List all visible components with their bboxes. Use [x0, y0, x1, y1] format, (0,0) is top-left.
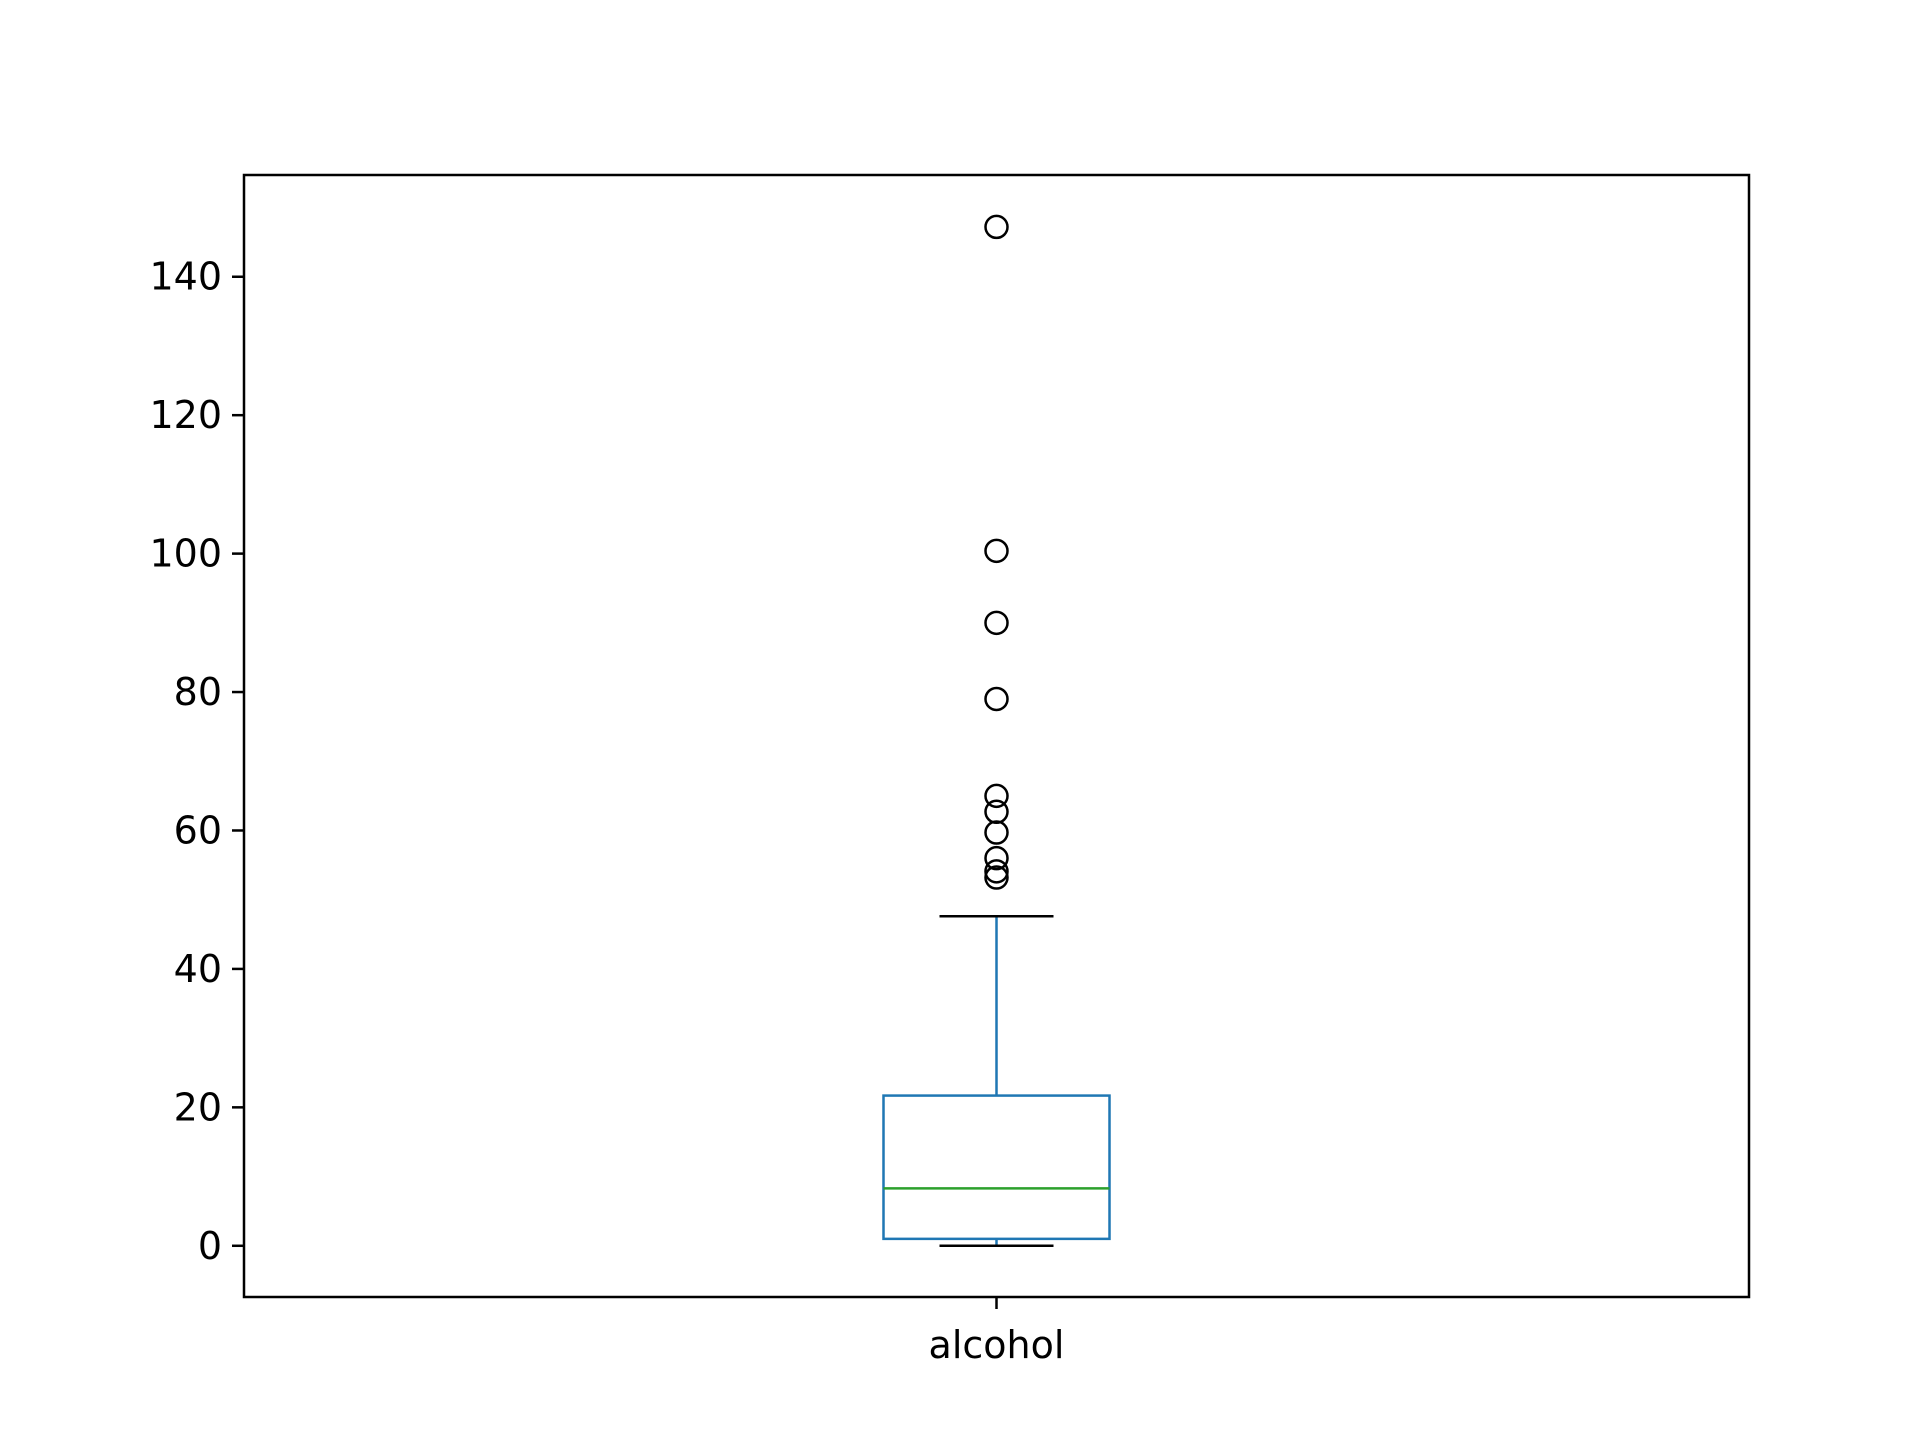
outlier-point [984, 538, 1009, 564]
y-tick-label: 80 [174, 670, 222, 714]
outlier-point [984, 820, 1009, 845]
x-axis: alcohol [929, 1297, 1065, 1367]
y-tick-label: 40 [174, 947, 222, 991]
outlier-point [984, 859, 1009, 884]
outlier-point [984, 865, 1009, 890]
y-tick-label: 20 [174, 1085, 222, 1129]
y-tick-label: 60 [174, 808, 222, 852]
outlier-point [984, 214, 1009, 240]
y-tick-label: 0 [198, 1224, 222, 1268]
x-tick-label: alcohol [929, 1323, 1065, 1367]
outlier-point [984, 610, 1009, 636]
plot-frame [242, 173, 1751, 1299]
y-tick-label: 120 [149, 393, 222, 437]
outlier-point [984, 686, 1009, 712]
iqr-box [882, 1094, 1111, 1241]
plot-marks [882, 214, 1111, 1248]
y-tick-label: 100 [149, 532, 222, 576]
outlier-point [984, 783, 1009, 809]
y-tick-label: 140 [149, 255, 222, 299]
y-axis: 0 20 40 60 80 100 120 140 [149, 255, 244, 1268]
outlier-point [984, 845, 1009, 871]
